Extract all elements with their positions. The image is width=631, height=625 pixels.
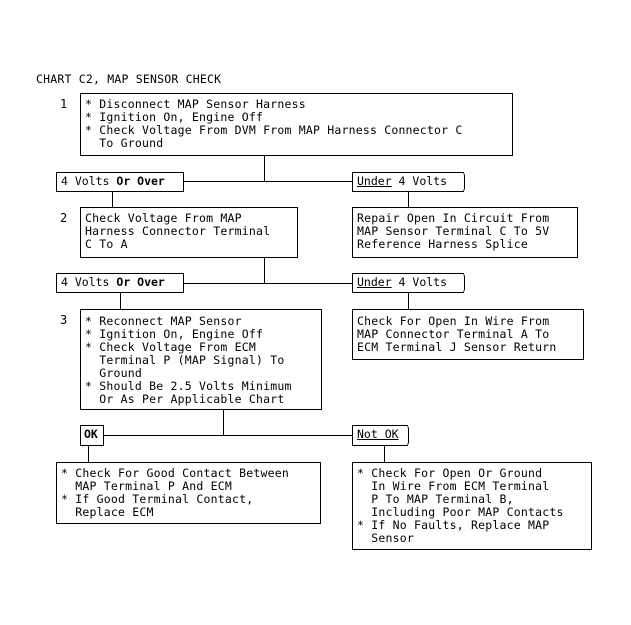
connector-line: [104, 435, 352, 436]
connector-line: [88, 446, 89, 462]
connector-line: [264, 258, 265, 283]
result-line: Including Poor MAP Contacts: [357, 505, 564, 519]
branch-3-right-result-box: * Check For Open Or Ground In Wire From …: [352, 462, 592, 550]
connector-line: [184, 181, 352, 182]
branch-3-left-result-box: * Check For Good Contact Between MAP Ter…: [56, 462, 321, 524]
step-2-number: 2: [60, 211, 68, 225]
step-1-box: * Disconnect MAP Sensor Harness * Igniti…: [80, 93, 513, 156]
result-line: Replace ECM: [61, 505, 154, 519]
result-line: Repair Open In Circuit From: [357, 211, 550, 225]
result-line: MAP Terminal P And ECM: [61, 479, 232, 493]
step-2-line: C To A: [85, 237, 128, 251]
branch-1-right-label: Under 4 Volts: [352, 172, 464, 192]
connector-line: [384, 446, 385, 462]
step-1-number: 1: [60, 97, 68, 111]
branch-3-right-label: Not OK: [352, 425, 408, 446]
label-text-bold: OK: [84, 427, 98, 441]
chart-title: CHART C2, MAP SENSOR CHECK: [36, 72, 222, 86]
connector-line: [112, 192, 113, 207]
label-text: 4 Volts: [391, 174, 448, 188]
label-text: 4 Volts: [391, 275, 448, 289]
step-2-line: Check Voltage From MAP: [85, 211, 242, 225]
step-3-box: * Reconnect MAP Sensor * Ignition On, En…: [80, 309, 322, 410]
connector-line: [120, 293, 121, 309]
label-text: 4 Volts: [61, 275, 117, 289]
connector-line: [184, 283, 352, 284]
branch-3-left-label: OK: [80, 425, 104, 446]
connector-line: [223, 410, 224, 435]
connector-line: [408, 192, 409, 207]
connector-line: [264, 156, 265, 181]
result-line: * Check For Open Or Ground: [357, 466, 543, 480]
step-1-line: * Disconnect MAP Sensor Harness: [85, 97, 306, 111]
step-2-box: Check Voltage From MAP Harness Connector…: [80, 207, 298, 258]
result-line: Sensor: [357, 531, 414, 545]
result-line: MAP Connector Terminal A To: [357, 327, 550, 341]
result-line: Check For Open In Wire From: [357, 314, 550, 328]
step-3-line: Or As Per Applicable Chart: [85, 392, 285, 406]
step-1-line: * Check Voltage From DVM From MAP Harnes…: [85, 123, 463, 137]
branch-1-result-box: Repair Open In Circuit From MAP Sensor T…: [352, 207, 578, 258]
step-3-line: * Ignition On, Engine Off: [85, 327, 264, 341]
connector-line: [408, 293, 409, 309]
label-text-bold: Or Over: [116, 174, 165, 188]
label-text-underlined: Not OK: [357, 427, 399, 441]
label-bracket: [461, 172, 465, 192]
branch-2-right-label: Under 4 Volts: [352, 273, 464, 293]
step-3-line: * Should Be 2.5 Volts Minimum: [85, 379, 292, 393]
step-2-line: Harness Connector Terminal: [85, 224, 271, 238]
result-line: MAP Sensor Terminal C To 5V: [357, 224, 550, 238]
label-text-underlined: Under: [357, 275, 392, 289]
result-line: * If No Faults, Replace MAP: [357, 518, 550, 532]
branch-2-result-box: Check For Open In Wire From MAP Connecto…: [352, 309, 584, 360]
step-3-number: 3: [60, 313, 68, 327]
step-1-line: To Ground: [85, 136, 164, 150]
label-text-underlined: Under: [357, 174, 392, 188]
result-line: * If Good Terminal Contact,: [61, 492, 254, 506]
result-line: In Wire From ECM Terminal: [357, 479, 550, 493]
step-3-line: Ground: [85, 366, 142, 380]
branch-1-left-label: 4 Volts Or Over: [56, 172, 184, 192]
result-line: Reference Harness Splice: [357, 237, 528, 251]
label-bracket: [405, 425, 409, 446]
step-3-line: Terminal P (MAP Signal) To: [85, 353, 285, 367]
label-text-bold: Or Over: [116, 275, 165, 289]
result-line: * Check For Good Contact Between: [61, 466, 289, 480]
step-1-line: * Ignition On, Engine Off: [85, 110, 264, 124]
label-text: 4 Volts: [61, 174, 117, 188]
step-3-line: * Reconnect MAP Sensor: [85, 314, 242, 328]
result-line: P To MAP Terminal B,: [357, 492, 514, 506]
branch-2-left-label: 4 Volts Or Over: [56, 273, 184, 293]
result-line: ECM Terminal J Sensor Return: [357, 340, 557, 354]
label-bracket: [461, 273, 465, 293]
step-3-line: * Check Voltage From ECM: [85, 340, 256, 354]
